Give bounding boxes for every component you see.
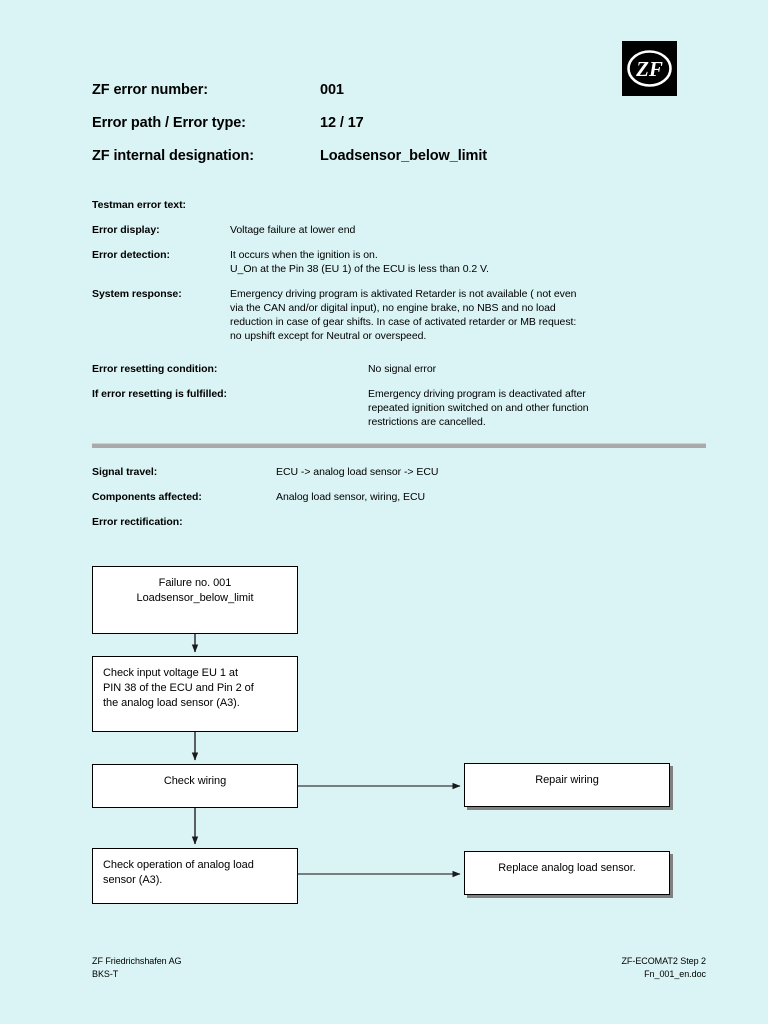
text-line: ECU -> analog load sensor -> ECU — [276, 466, 439, 478]
value-internal-designation: Loadsensor_below_limit — [320, 148, 488, 164]
label-components-affected: Components affected: — [92, 491, 202, 503]
node-text-line: Check operation of analog load — [103, 859, 254, 871]
text-line: repeated ignition switched on and other … — [368, 402, 589, 414]
svg-text:ZF: ZF — [635, 57, 663, 81]
lower-detail-fields: Signal travel: ECU -> analog load sensor… — [92, 465, 712, 540]
label-zf-error-number: ZF error number: — [92, 82, 209, 98]
text-line: No signal error — [368, 363, 437, 375]
footer-company-name: ZF Friedrichshafen AG — [92, 956, 182, 966]
text-line: U_On at the Pin 38 (EU 1) of the ECU is … — [230, 263, 489, 275]
row-if-error-resetting-fulfilled: If error resetting is fulfilled: Emergen… — [92, 387, 712, 429]
footer-department: BKS-T — [92, 969, 119, 979]
label-error-path-type: Error path / Error type: — [92, 115, 246, 131]
label-testman-error-text: Testman error text: — [92, 199, 186, 211]
row-signal-travel: Signal travel: ECU -> analog load sensor… — [92, 465, 712, 479]
text-line: Voltage failure at lower end — [230, 224, 356, 236]
value-error-detection: It occurs when the ignition is on. U_On … — [230, 248, 712, 276]
header-row-internal-designation: ZF internal designation: Loadsensor_belo… — [92, 148, 692, 164]
label-system-response: System response: — [92, 288, 182, 300]
node-text-line: Check wiring — [163, 775, 227, 787]
flow-node-check-input-voltage[interactable]: Check input voltage EU 1 at PIN 38 of th… — [92, 656, 298, 732]
text-line: Emergency driving program is deactivated… — [368, 388, 586, 400]
flow-node-replace-sensor[interactable]: Replace analog load sensor. — [464, 851, 670, 895]
row-system-response: System response: Emergency driving progr… — [92, 287, 712, 343]
text-line: no upshift except for Neutral or overspe… — [230, 330, 427, 342]
label-error-display: Error display: — [92, 224, 160, 236]
row-error-resetting-condition: Error resetting condition: No signal err… — [92, 362, 712, 376]
footer-product-step: ZF-ECOMAT2 Step 2 — [621, 956, 706, 966]
label-if-error-resetting-fulfilled: If error resetting is fulfilled: — [92, 388, 227, 400]
detail-fields: Testman error text: Error display: Volta… — [92, 198, 712, 440]
text-line: reduction in case of gear shifts. In cas… — [230, 316, 577, 328]
zf-logo: ZF — [622, 41, 677, 96]
flow-node-repair-wiring[interactable]: Repair wiring — [464, 763, 670, 807]
value-error-display: Voltage failure at lower end — [230, 223, 712, 237]
label-signal-travel: Signal travel: — [92, 466, 158, 478]
node-text-line: Loadsensor_below_limit — [136, 592, 254, 604]
label-error-rectification: Error rectification: — [92, 516, 183, 528]
node-text-line: Replace analog load sensor. — [498, 862, 636, 874]
row-components-affected: Components affected: Analog load sensor,… — [92, 490, 712, 504]
text-line: It occurs when the ignition is on. — [230, 249, 378, 261]
footer-left: ZF Friedrichshafen AG BKS-T — [92, 955, 182, 981]
label-error-detection: Error detection: — [92, 249, 170, 261]
value-if-error-resetting-fulfilled: Emergency driving program is deactivated… — [368, 387, 668, 429]
page-footer: ZF Friedrichshafen AG BKS-T ZF-ECOMAT2 S… — [92, 955, 706, 981]
footer-right: ZF-ECOMAT2 Step 2 Fn_001_en.doc — [621, 955, 706, 981]
footer-document-name: Fn_001_en.doc — [644, 969, 706, 979]
row-error-rectification: Error rectification: — [92, 515, 712, 529]
node-text-line: Repair wiring — [535, 774, 599, 786]
flow-node-failure-start[interactable]: Failure no. 001 Loadsensor_below_limit — [92, 566, 298, 634]
spacer — [92, 354, 712, 362]
value-error-path-type: 12 / 17 — [320, 115, 364, 131]
value-zf-error-number: 001 — [320, 82, 344, 98]
header-row-error-number: ZF error number: 001 — [92, 82, 692, 98]
node-text-line: sensor (A3). — [103, 874, 163, 886]
row-error-detection: Error detection: It occurs when the igni… — [92, 248, 712, 276]
text-line: restrictions are cancelled. — [368, 416, 486, 428]
text-line: Analog load sensor, wiring, ECU — [276, 491, 426, 503]
node-text-line: Check input voltage EU 1 at — [103, 667, 239, 679]
row-error-display: Error display: Voltage failure at lower … — [92, 223, 712, 237]
text-line: via the CAN and/or digital input), no en… — [230, 302, 556, 314]
header-fields: ZF error number: 001 Error path / Error … — [92, 82, 692, 181]
value-signal-travel: ECU -> analog load sensor -> ECU — [276, 465, 712, 479]
value-system-response: Emergency driving program is aktivated R… — [230, 287, 712, 343]
header-row-error-path-type: Error path / Error type: 12 / 17 — [92, 115, 692, 131]
flow-node-check-wiring[interactable]: Check wiring — [92, 764, 298, 808]
node-text-line: the analog load sensor (A3). — [103, 697, 240, 709]
label-error-resetting-condition: Error resetting condition: — [92, 363, 218, 375]
flow-node-check-operation[interactable]: Check operation of analog load sensor (A… — [92, 848, 298, 904]
section-divider — [92, 443, 706, 448]
row-testman-error-text: Testman error text: — [92, 198, 712, 212]
node-text-line: PIN 38 of the ECU and Pin 2 of — [103, 682, 254, 694]
node-text-line: Failure no. 001 — [158, 577, 232, 589]
text-line: Emergency driving program is aktivated R… — [230, 288, 577, 300]
zf-logo-mark: ZF — [627, 50, 672, 87]
label-internal-designation: ZF internal designation: — [92, 148, 254, 164]
value-components-affected: Analog load sensor, wiring, ECU — [276, 490, 712, 504]
value-error-resetting-condition: No signal error — [368, 362, 668, 376]
